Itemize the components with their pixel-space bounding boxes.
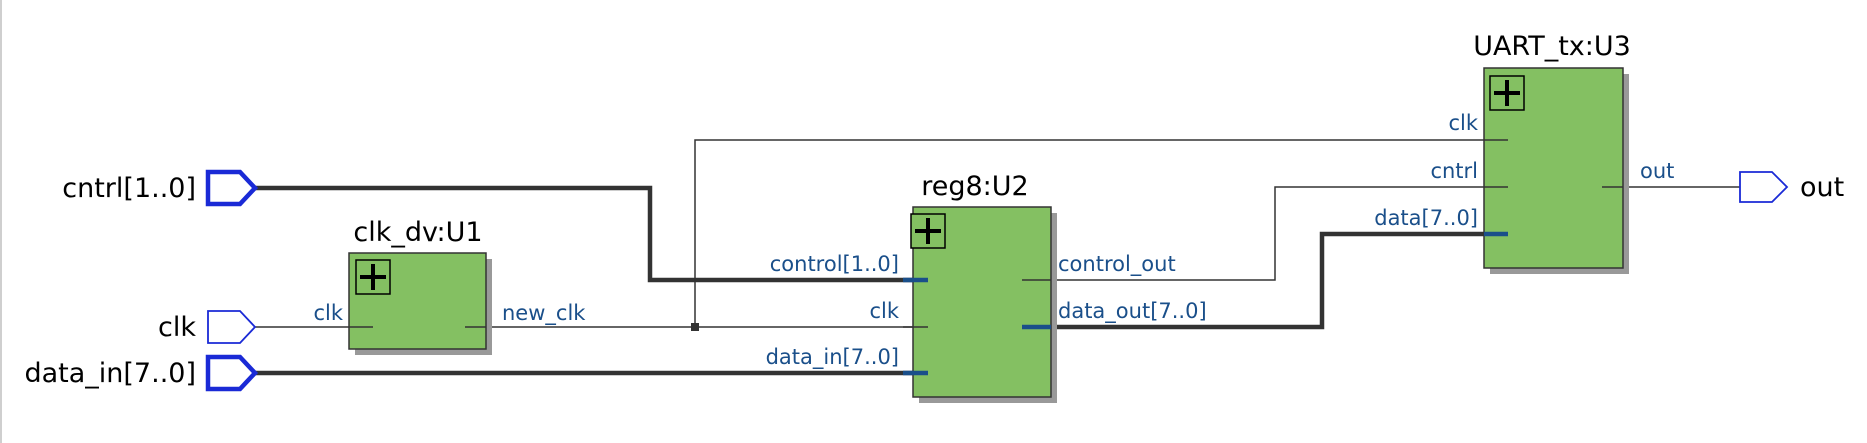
expand-icon[interactable] bbox=[910, 213, 946, 249]
block-title: UART_tx:U3 bbox=[1473, 31, 1631, 62]
pin-out-label: out bbox=[1800, 172, 1844, 203]
port-label-control-out: control_out bbox=[1058, 252, 1176, 277]
port-label-out: out bbox=[1640, 159, 1674, 183]
wire-junction bbox=[691, 323, 699, 331]
wire-data-out-bus bbox=[1022, 231, 1508, 330]
port-label-cntrl: cntrl bbox=[1430, 159, 1478, 183]
pin-out-output[interactable] bbox=[1739, 171, 1789, 203]
port-label-data: data[7..0] bbox=[1374, 206, 1478, 230]
pin-clk-input[interactable] bbox=[207, 310, 257, 344]
expand-icon[interactable] bbox=[1489, 75, 1525, 111]
block-uart-tx[interactable]: UART_tx:U3 clk cntrl data[7..0] out bbox=[1374, 31, 1674, 274]
block-title: reg8:U2 bbox=[921, 171, 1028, 202]
port-label-clk: clk bbox=[869, 299, 899, 323]
pin-data-in-label: data_in[7..0] bbox=[24, 358, 196, 389]
wire-clk-branch bbox=[694, 139, 1508, 327]
port-label-new-clk: new_clk bbox=[502, 301, 586, 326]
port-label-clk: clk bbox=[1448, 111, 1478, 135]
port-label-data-in: data_in[7..0] bbox=[766, 345, 899, 370]
port-label-data-out: data_out[7..0] bbox=[1058, 299, 1207, 324]
wire-cntrl-bus bbox=[255, 185, 928, 283]
pin-cntrl-input[interactable] bbox=[205, 169, 259, 207]
port-label-control: control[1..0] bbox=[770, 252, 899, 276]
expand-icon[interactable] bbox=[355, 259, 391, 295]
block-clk-dv[interactable]: clk_dv:U1 clk new_clk bbox=[313, 217, 586, 355]
wire-control-out bbox=[1022, 186, 1508, 281]
pin-data-in-input[interactable] bbox=[205, 354, 259, 392]
port-label-clk: clk bbox=[313, 301, 343, 325]
pin-clk-label: clk bbox=[158, 312, 196, 343]
block-title: clk_dv:U1 bbox=[353, 217, 482, 248]
pin-cntrl-label: cntrl[1..0] bbox=[62, 173, 196, 204]
block-reg8[interactable]: reg8:U2 control[1..0] clk data_in[7..0] … bbox=[766, 171, 1207, 403]
